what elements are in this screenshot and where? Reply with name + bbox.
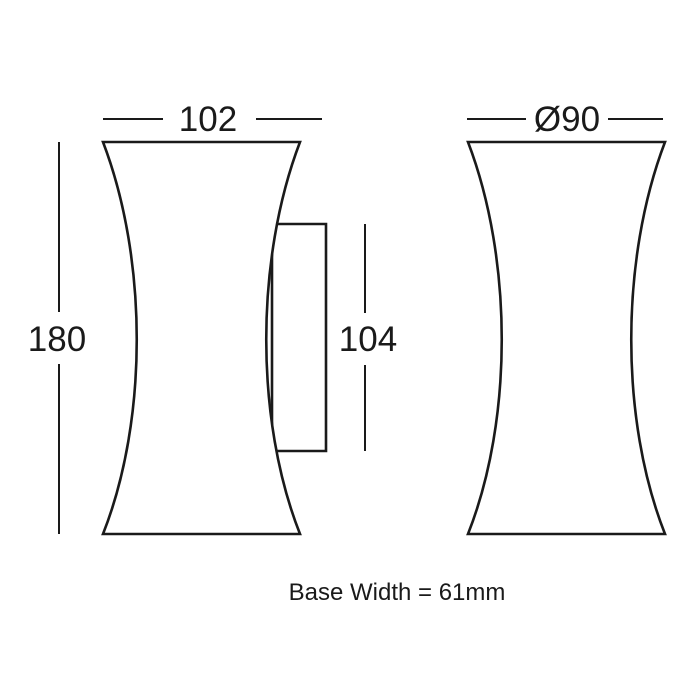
height-dimension-label: 180 <box>28 320 86 359</box>
front-view-body <box>466 140 667 536</box>
bracket-height-dimension: 104 <box>339 224 397 451</box>
width-dimension-label: 102 <box>179 100 237 139</box>
diameter-dimension: Ø90 <box>467 100 663 139</box>
bracket-height-label: 104 <box>339 320 397 359</box>
mounting-bracket <box>270 222 328 453</box>
side-view-body <box>101 140 302 536</box>
height-dimension: 180 <box>28 142 86 534</box>
width-dimension: 102 <box>103 100 322 139</box>
diameter-dimension-label: Ø90 <box>534 100 600 139</box>
base-width-note: Base Width = 61mm <box>289 579 506 606</box>
side-view <box>101 140 328 536</box>
front-view <box>466 140 667 536</box>
